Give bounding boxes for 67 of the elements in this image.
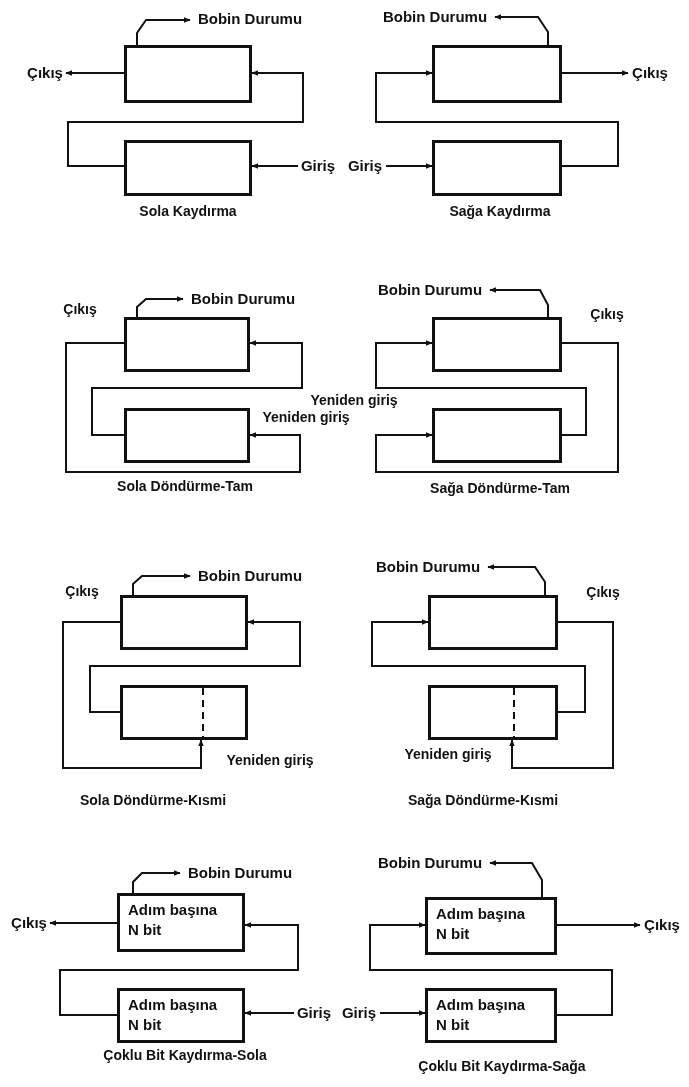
text-label: Yeniden giriş: [226, 752, 314, 768]
register-box: [428, 595, 558, 650]
signal-label: Bobin Durumu: [190, 10, 310, 28]
arrow: [369, 922, 613, 1016]
text-label: Yeniden giriş: [310, 392, 398, 408]
signal-label: Çıkış: [640, 916, 684, 934]
signal-label: Bobin Durumu: [370, 281, 490, 299]
arrow: [494, 14, 549, 46]
arrow: [136, 296, 184, 318]
arrow: [89, 619, 301, 713]
register-box: [428, 685, 558, 740]
text-label: Sağa Döndürme-Kısmi: [407, 792, 559, 808]
register-box: [124, 140, 252, 196]
signal-label: Giriş: [344, 157, 386, 175]
arrow: [244, 1010, 295, 1016]
signal-label: Giriş: [298, 157, 338, 175]
text-label: Sola Döndürme-Tam: [117, 478, 253, 494]
register-box: [432, 317, 562, 372]
register-box: [124, 45, 252, 103]
register-box: Adım başına N bit: [425, 897, 557, 955]
signal-label: Bobin Durumu: [180, 864, 300, 882]
signal-label: Bobin Durumu: [183, 290, 303, 308]
register-box: [120, 685, 248, 740]
signal-label: Çıkış: [24, 64, 66, 82]
arrow: [371, 619, 586, 713]
signal-label: Bobin Durumu: [368, 558, 488, 576]
arrow: [65, 342, 301, 473]
arrow: [561, 70, 629, 76]
register-box: [124, 317, 250, 372]
arrow: [251, 163, 299, 169]
text-label: Sola Döndürme-Kısmi: [79, 792, 227, 808]
arrow: [487, 564, 546, 596]
signal-label: Bobin Durumu: [375, 8, 495, 26]
signal-label: Bobin Durumu: [370, 854, 490, 872]
register-box: [432, 408, 562, 463]
arrow: [65, 70, 125, 76]
signal-label: Giriş: [338, 1004, 380, 1022]
arrow: [556, 922, 641, 928]
arrow: [49, 920, 118, 926]
signal-label: Çıkış: [8, 914, 50, 932]
arrow: [375, 342, 619, 473]
arrow: [385, 163, 433, 169]
arrow: [62, 621, 204, 769]
arrow: [67, 70, 304, 167]
text-label: Çoklu Bit Kaydırma-Sağa: [418, 1058, 586, 1074]
text-label: Yeniden giriş: [404, 746, 492, 762]
register-box: [432, 140, 562, 196]
register-box: [120, 595, 248, 650]
arrow: [132, 573, 191, 596]
register-box: Adım başına N bit: [117, 893, 245, 952]
arrow: [59, 922, 299, 1016]
signal-label: Giriş: [294, 1004, 334, 1022]
register-box: Adım başına N bit: [425, 988, 557, 1043]
arrow: [132, 870, 181, 894]
arrow: [375, 70, 619, 167]
arrow: [489, 287, 549, 318]
arrow: [509, 621, 614, 769]
register-box: Adım başına N bit: [117, 988, 245, 1043]
register-box: [124, 408, 250, 463]
arrow: [136, 17, 191, 46]
register-box: [432, 45, 562, 103]
arrow: [379, 1010, 426, 1016]
arrow: [489, 860, 543, 898]
arrow: [375, 340, 587, 436]
signal-label: Bobin Durumu: [190, 567, 310, 585]
signal-label: Çıkış: [628, 64, 672, 82]
arrow: [91, 340, 303, 436]
